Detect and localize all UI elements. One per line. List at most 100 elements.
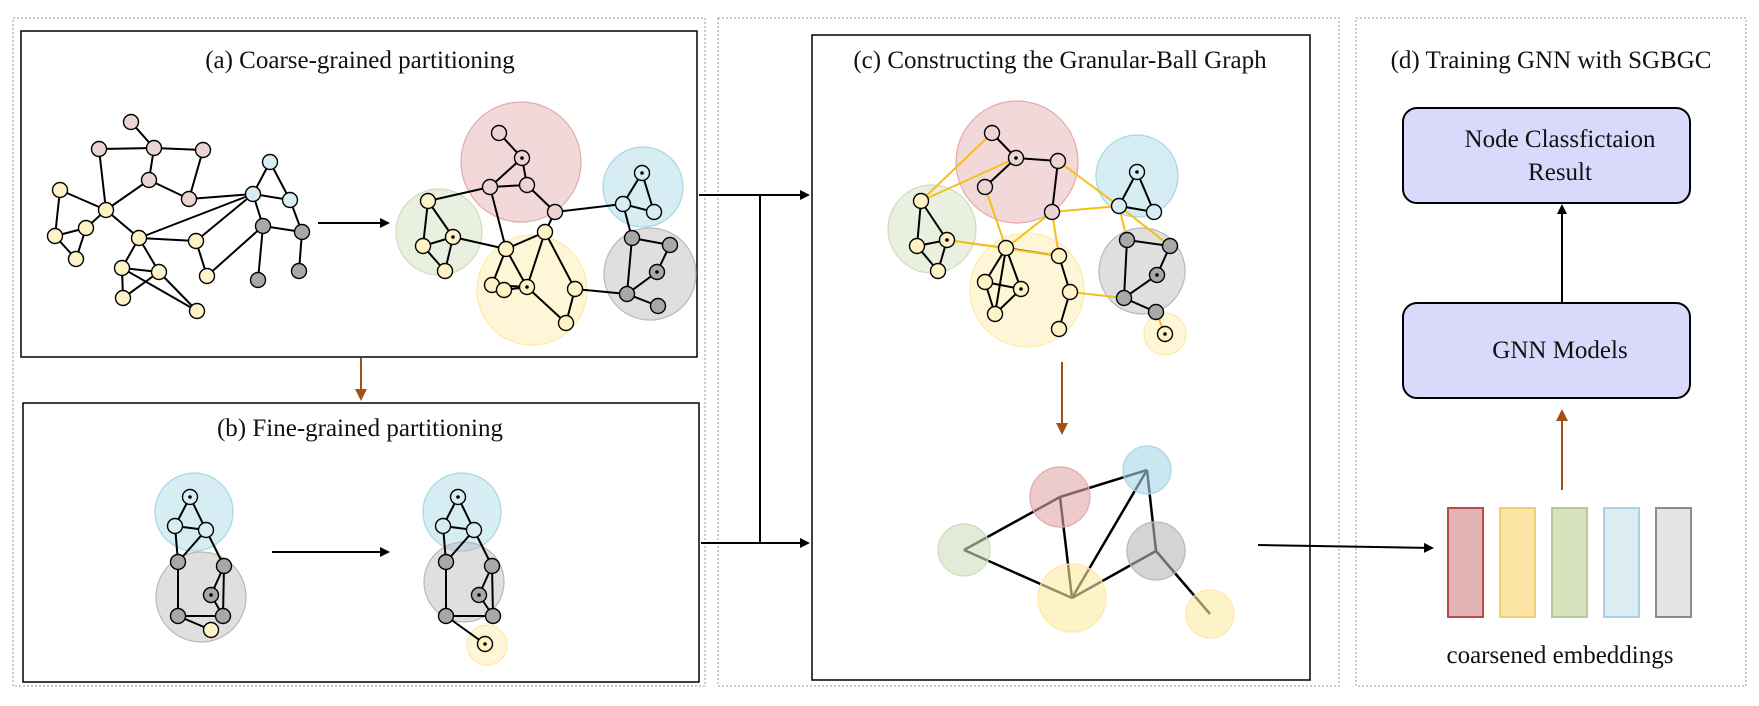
graph-node <box>293 223 311 241</box>
graph-edge <box>98 147 155 150</box>
graph-node <box>145 139 163 157</box>
graph-node <box>1161 237 1179 255</box>
graph-node <box>434 517 452 535</box>
graph-node <box>912 192 930 210</box>
graph-edge <box>59 189 107 211</box>
panel-c-box <box>811 34 1311 681</box>
center-node-dot <box>477 593 481 597</box>
granular-ball <box>602 146 684 228</box>
embedding-bar <box>1655 507 1692 618</box>
graph-node <box>194 141 212 159</box>
graph-edge <box>626 237 633 295</box>
granular-ball <box>422 472 502 552</box>
ball-edge <box>1051 205 1120 213</box>
granular-ball <box>154 472 234 552</box>
graph-edge <box>452 236 507 250</box>
center-node-dot <box>1019 287 1023 291</box>
ball-edge <box>1069 291 1125 299</box>
graph-edge <box>158 271 198 312</box>
graph-edge <box>188 193 254 200</box>
graph-node <box>546 203 564 221</box>
graph-edge <box>554 203 624 213</box>
panel-b-title: (b) Fine-grained partitioning <box>217 415 504 442</box>
ball-node-blue <box>1122 445 1172 495</box>
embeddings-caption: coarsened embeddings <box>1446 642 1673 669</box>
graph-node <box>986 305 1004 323</box>
graph-edge <box>526 231 546 288</box>
graph-node <box>51 181 69 199</box>
graph-node <box>254 217 272 235</box>
granular-ball <box>155 551 247 643</box>
graph-node <box>437 553 455 571</box>
graph-node <box>908 237 926 255</box>
graph-node <box>1049 152 1067 170</box>
graph-node <box>198 267 216 285</box>
graph-node <box>113 259 131 277</box>
graph-node <box>929 262 947 280</box>
embedding-bar <box>1499 507 1536 618</box>
graph-node <box>197 521 215 539</box>
graph-node <box>419 192 437 210</box>
graph-node <box>484 607 502 625</box>
center-node-dot <box>655 270 659 274</box>
graph-edge <box>526 286 567 324</box>
granular-ball-overlay-graph <box>887 100 1187 356</box>
center-node-dot <box>1163 332 1167 336</box>
panel-a-box <box>20 30 698 358</box>
ball-edge <box>920 132 993 202</box>
graph-node <box>46 227 64 245</box>
ball-node-gray <box>1126 521 1186 581</box>
embedding-bar <box>1447 507 1484 618</box>
raw-graph <box>46 113 311 320</box>
graph-node <box>483 557 501 575</box>
fine-before-graph <box>154 472 247 643</box>
fine-after-graph <box>422 472 508 666</box>
center-node-dot <box>520 156 524 160</box>
graph-node <box>566 280 584 298</box>
graph-edge <box>1123 239 1128 299</box>
center-node-dot <box>525 285 529 289</box>
panel-c-title: (c) Constructing the Granular-Ball Graph <box>853 47 1267 74</box>
result-line1: Node Classfictaion <box>1465 126 1656 153</box>
graph-node <box>244 185 262 203</box>
ball-edge <box>1005 211 1053 249</box>
coarsened-embeddings <box>1447 507 1692 618</box>
panel-b-box <box>22 402 700 683</box>
graph-edge <box>994 247 1007 315</box>
graph-edge <box>195 193 254 242</box>
ball-edge <box>1118 205 1171 247</box>
graph-node <box>1110 197 1128 215</box>
ball-edge <box>1057 160 1120 207</box>
coarse-partitioned-graph <box>395 101 697 346</box>
graph-edge <box>491 565 494 617</box>
graph-node <box>465 521 483 539</box>
graph-edge <box>98 148 107 211</box>
connector-to-c <box>699 190 810 548</box>
graph-node <box>150 263 168 281</box>
gnn-models-label: GNN Models <box>1492 337 1627 364</box>
graph-node <box>414 237 432 255</box>
graph-node <box>997 239 1015 257</box>
graph-edge <box>257 225 264 281</box>
graph-node <box>1061 283 1079 301</box>
center-node-dot <box>456 495 460 499</box>
graph-node <box>290 262 308 280</box>
granular-ball <box>395 188 483 276</box>
center-node-dot <box>483 642 487 646</box>
graph-node <box>623 229 641 247</box>
graph-node <box>1118 231 1136 249</box>
graph-node <box>645 203 663 221</box>
graph-node <box>518 176 536 194</box>
ball-node-yellow2 <box>1185 589 1235 639</box>
graph-node <box>976 273 994 291</box>
panel-a-title: (a) Coarse-grained partitioning <box>205 47 515 74</box>
graph-node <box>614 195 632 213</box>
graph-node <box>214 607 232 625</box>
center-node-dot <box>451 235 455 239</box>
graph-node <box>976 178 994 196</box>
graph-node <box>1145 203 1163 221</box>
gnn-models-box <box>1402 302 1691 399</box>
center-node-dot <box>1155 273 1159 277</box>
graph-node <box>97 201 115 219</box>
